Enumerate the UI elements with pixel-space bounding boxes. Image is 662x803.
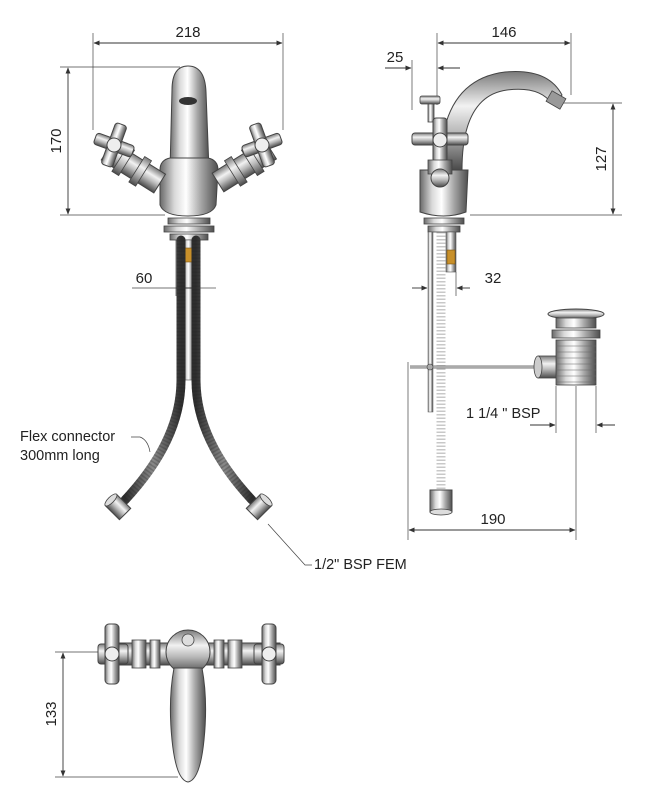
dim-side-rear-offset: 25 [387,49,404,66]
dim-front-width: 218 [175,24,200,41]
front-hose-nut-left [104,493,132,521]
bsp-fem-label: 1/2" BSP FEM [314,557,407,573]
plan-spout [169,667,207,783]
flex-connector-label: Flex connector [20,429,115,445]
waste-fitting [533,308,605,386]
dim-side-depth: 146 [491,24,516,41]
front-body [159,157,219,217]
front-flex-hose-left [120,235,186,505]
flex-connector-length: 300mm long [20,448,100,464]
front-left-handle [93,122,135,168]
plan-left-handle [97,623,129,685]
dim-side-spout-height: 127 [593,146,610,171]
side-handle [411,117,469,188]
plan-view: 133 [43,623,285,783]
front-flex-hose-right [191,235,257,505]
dim-side-total-depth: 190 [480,511,505,528]
dim-plan-depth: 133 [43,701,60,726]
front-view: 218 170 [20,24,407,573]
side-view: 146 25 127 [385,24,622,540]
waste-bsp-label: 1 1/4 " BSP [466,406,540,422]
side-spout [439,70,563,171]
front-spout [169,65,210,171]
dim-side-rod-offset: 32 [485,270,502,287]
dim-front-height: 170 [48,128,65,153]
dim-front-flex-offset: 60 [136,270,153,287]
front-right-handle [241,122,283,168]
plan-right-handle [253,623,285,685]
front-hose-nut-right [245,493,273,521]
